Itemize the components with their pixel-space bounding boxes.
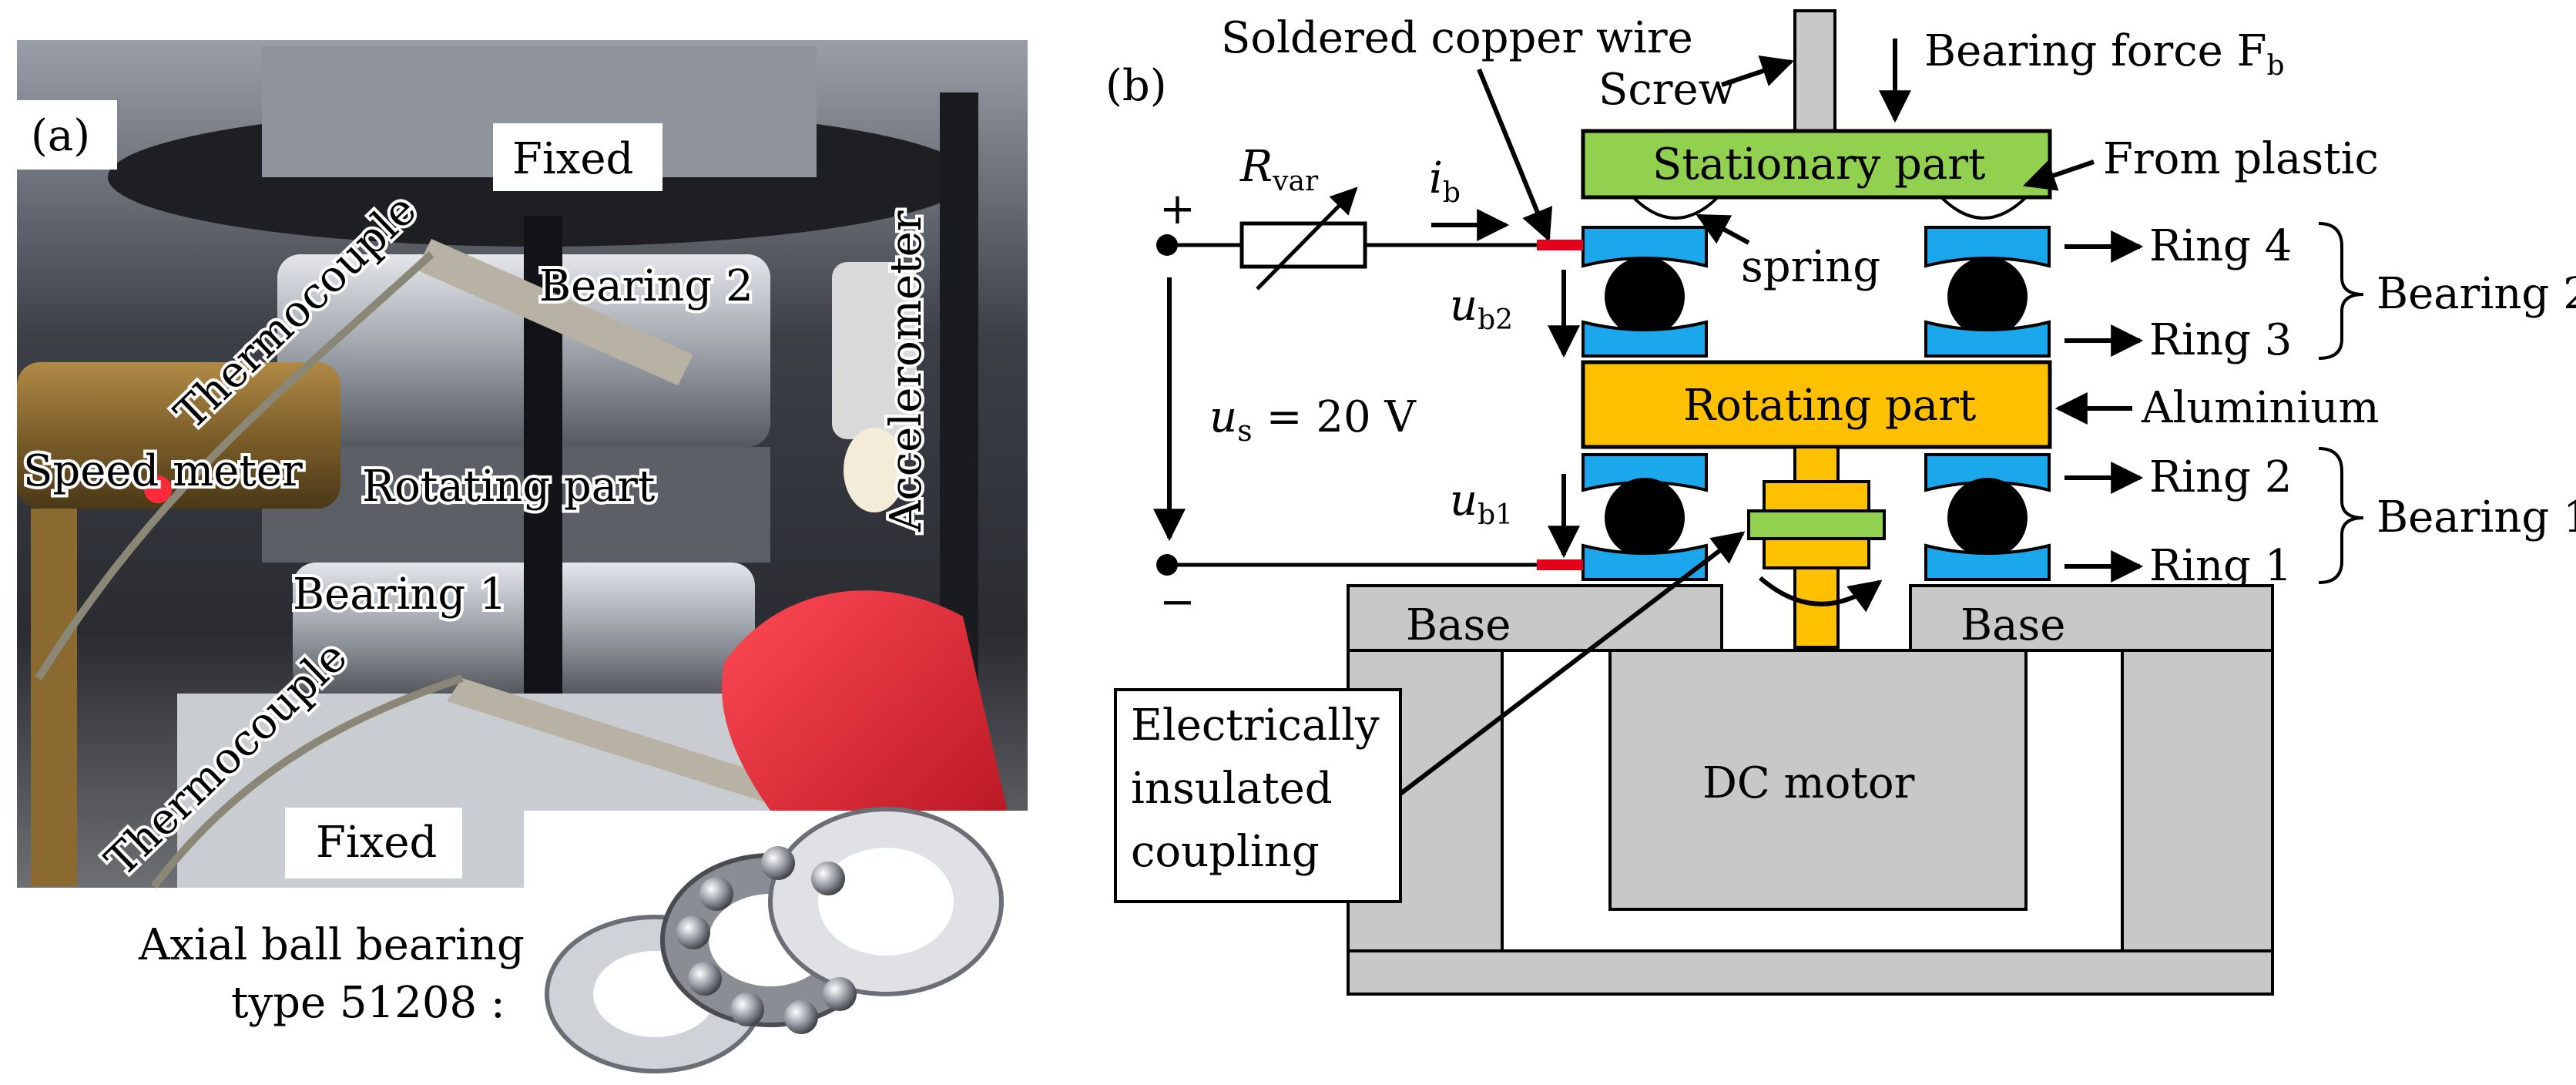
- aluminium-label: Aluminium: [2141, 383, 2380, 433]
- base-left: [1347, 584, 1723, 652]
- wire-bottom: [151, 674, 464, 889]
- ball-b2-left: [1605, 257, 1685, 337]
- fixed-bottom-label: Fixed: [316, 818, 437, 868]
- spring-right: [1940, 196, 2028, 220]
- accelerometer-tip: [844, 428, 905, 512]
- fixed-bottom-box: [285, 808, 462, 878]
- screw: [1793, 9, 1836, 133]
- resistor: [1239, 221, 1367, 269]
- label-a: (a): [31, 111, 90, 161]
- ball-b1-right: [1947, 478, 2028, 558]
- rotating-part-photo-label: Rotating part: [362, 462, 656, 512]
- rotation-arrow: [1759, 576, 1883, 613]
- rotating-part-label: Rotating part: [1683, 381, 1977, 431]
- coupling-callout-arrow: [1399, 531, 1746, 796]
- stationary-part-label: Stationary part: [1652, 139, 1986, 190]
- rotating-part-photo: [262, 447, 770, 563]
- bearing2-label: Bearing 2: [2376, 269, 2576, 319]
- r-var-label: Rvar: [1239, 142, 1319, 197]
- speed-meter-body: [17, 362, 340, 509]
- base-right-label: Base: [1961, 600, 2065, 650]
- screw-label: Screw: [1598, 65, 1736, 115]
- bearing2-photo-label: Bearing 2: [539, 261, 753, 311]
- laser-dot: [144, 475, 172, 503]
- ring2-label: Ring 2: [2149, 452, 2292, 502]
- from-plastic-arrow: [2023, 160, 2095, 191]
- bearing-force-label: Bearing force Fb: [1924, 26, 2285, 82]
- from-plastic-label: From plastic: [2103, 134, 2379, 184]
- solder-top: [1537, 240, 1583, 250]
- brace-bearing2: [2318, 222, 2364, 360]
- ring1-right: [1924, 543, 2051, 581]
- brace-bearing1: [2318, 447, 2364, 584]
- coupling-bottom: [1763, 537, 1870, 569]
- wire-top: [35, 251, 434, 680]
- ball-b1-left: [1605, 478, 1685, 558]
- speed-meter-stand: [31, 509, 77, 886]
- ring3-right: [1924, 320, 2051, 358]
- axial-bearing-image: [545, 807, 1004, 1073]
- ball-b2-right: [1947, 257, 2028, 337]
- speed-meter-label: Speed meter: [23, 446, 303, 496]
- dc-motor: [1608, 649, 2028, 911]
- spring-arrow: [1696, 213, 1750, 245]
- frame-bottom: [1347, 949, 2274, 996]
- coupling-insulator: [1747, 509, 1886, 540]
- fixed-top-box: [493, 123, 662, 191]
- dc-motor-label: DC motor: [1702, 758, 1915, 808]
- plus-sign: +: [1159, 184, 1196, 234]
- bearing1-label: Bearing 1: [2376, 492, 2576, 542]
- stationary-part: [1581, 129, 2052, 200]
- label-a-box: [17, 100, 117, 170]
- ring1-label: Ring 1: [2149, 541, 2292, 591]
- coupling-callout-box: [1114, 688, 1402, 903]
- clamp-bottom: [447, 678, 778, 801]
- screw-arrow: [1721, 55, 1794, 87]
- coupling-line1: Electrically: [1131, 700, 1380, 751]
- ib-label: ib: [1429, 153, 1461, 209]
- panel-a: (a) Fixed Fixed Bearing 2 Rotating part …: [17, 40, 1028, 1085]
- accelerometer-body: [832, 262, 917, 439]
- ub2-label: ub2: [1450, 280, 1513, 336]
- rotating-part: [1581, 360, 2052, 449]
- resistor-variable-arrow: [1256, 186, 1358, 291]
- spring-label: spring: [1741, 242, 1880, 292]
- clamp-top: [416, 239, 693, 385]
- bearing-type-line2: type 51208 :: [231, 978, 505, 1028]
- frame-right-post: [2121, 649, 2274, 952]
- us-label: us= 20 V: [1209, 392, 1417, 448]
- ring4-label: Ring 4: [2149, 221, 2292, 271]
- panel-b: (b) Screw Bearing force Fb Soldered copp…: [1105, 9, 2576, 996]
- soldered-wire-label: Soldered copper wire: [1221, 13, 1693, 63]
- accelerometer-label: Accelerometer: [881, 210, 931, 532]
- base-right: [1909, 584, 2274, 652]
- coupling-line2: insulated: [1131, 764, 1333, 814]
- base-left-label: Base: [1406, 600, 1511, 650]
- coupling-line3: coupling: [1131, 827, 1320, 877]
- coupling-top: [1763, 480, 1870, 512]
- bearing1-photo-label: Bearing 1: [293, 569, 507, 620]
- label-b: (b): [1105, 61, 1167, 111]
- solder-bottom: [1537, 559, 1583, 570]
- ub1-label: ub1: [1450, 475, 1513, 531]
- minus-sign: −: [1159, 577, 1196, 627]
- ring3-left: [1581, 320, 1708, 358]
- ring1-left: [1581, 543, 1708, 581]
- fixed-top-label: Fixed: [512, 134, 633, 184]
- spring-left: [1632, 196, 1719, 220]
- ring3-label: Ring 3: [2149, 315, 2292, 365]
- bearing-type-line1: Axial ball bearing: [138, 920, 525, 970]
- soldered-wire-arrow: [1477, 68, 1553, 242]
